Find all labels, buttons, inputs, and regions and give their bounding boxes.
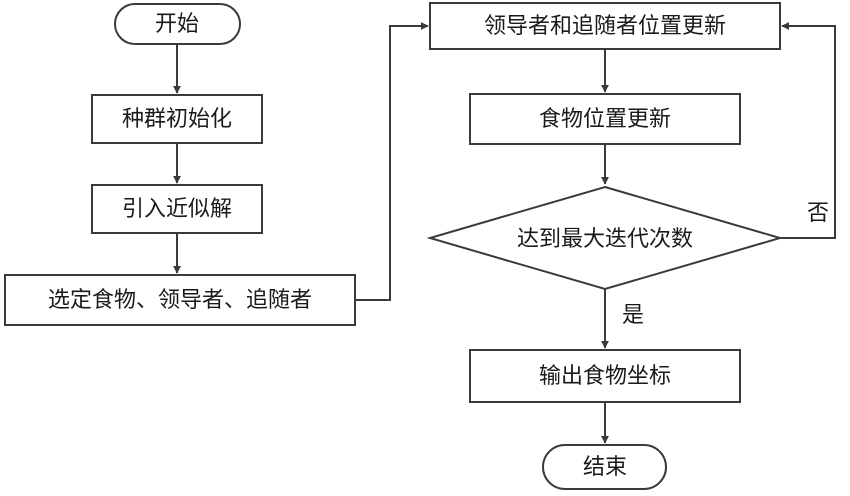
select-node: 选定食物、领导者、追随者	[4, 274, 356, 326]
init-node: 种群初始化	[91, 94, 263, 144]
select-label: 选定食物、领导者、追随者	[48, 288, 312, 313]
start-node: 开始	[114, 3, 241, 45]
arrow-select-to-update	[355, 22, 429, 301]
init-label: 种群初始化	[122, 107, 232, 132]
yes-label: 是	[622, 303, 644, 328]
update-pos-node: 领导者和追随者位置更新	[429, 2, 781, 50]
food-update-node: 食物位置更新	[469, 93, 741, 145]
output-label: 输出食物坐标	[539, 364, 671, 389]
no-label: 否	[807, 201, 829, 226]
update-pos-label: 领导者和追随者位置更新	[484, 14, 726, 39]
output-node: 输出食物坐标	[469, 349, 741, 403]
end-node: 结束	[542, 444, 667, 490]
food-update-label: 食物位置更新	[539, 107, 671, 132]
decision-node: 达到最大迭代次数	[426, 185, 784, 291]
approx-label: 引入近似解	[122, 197, 232, 222]
start-label: 开始	[155, 12, 199, 37]
decision-label: 达到最大迭代次数	[517, 227, 693, 252]
end-label: 结束	[583, 455, 627, 480]
approx-node: 引入近似解	[91, 184, 263, 234]
arrow-no-loop	[780, 22, 836, 239]
